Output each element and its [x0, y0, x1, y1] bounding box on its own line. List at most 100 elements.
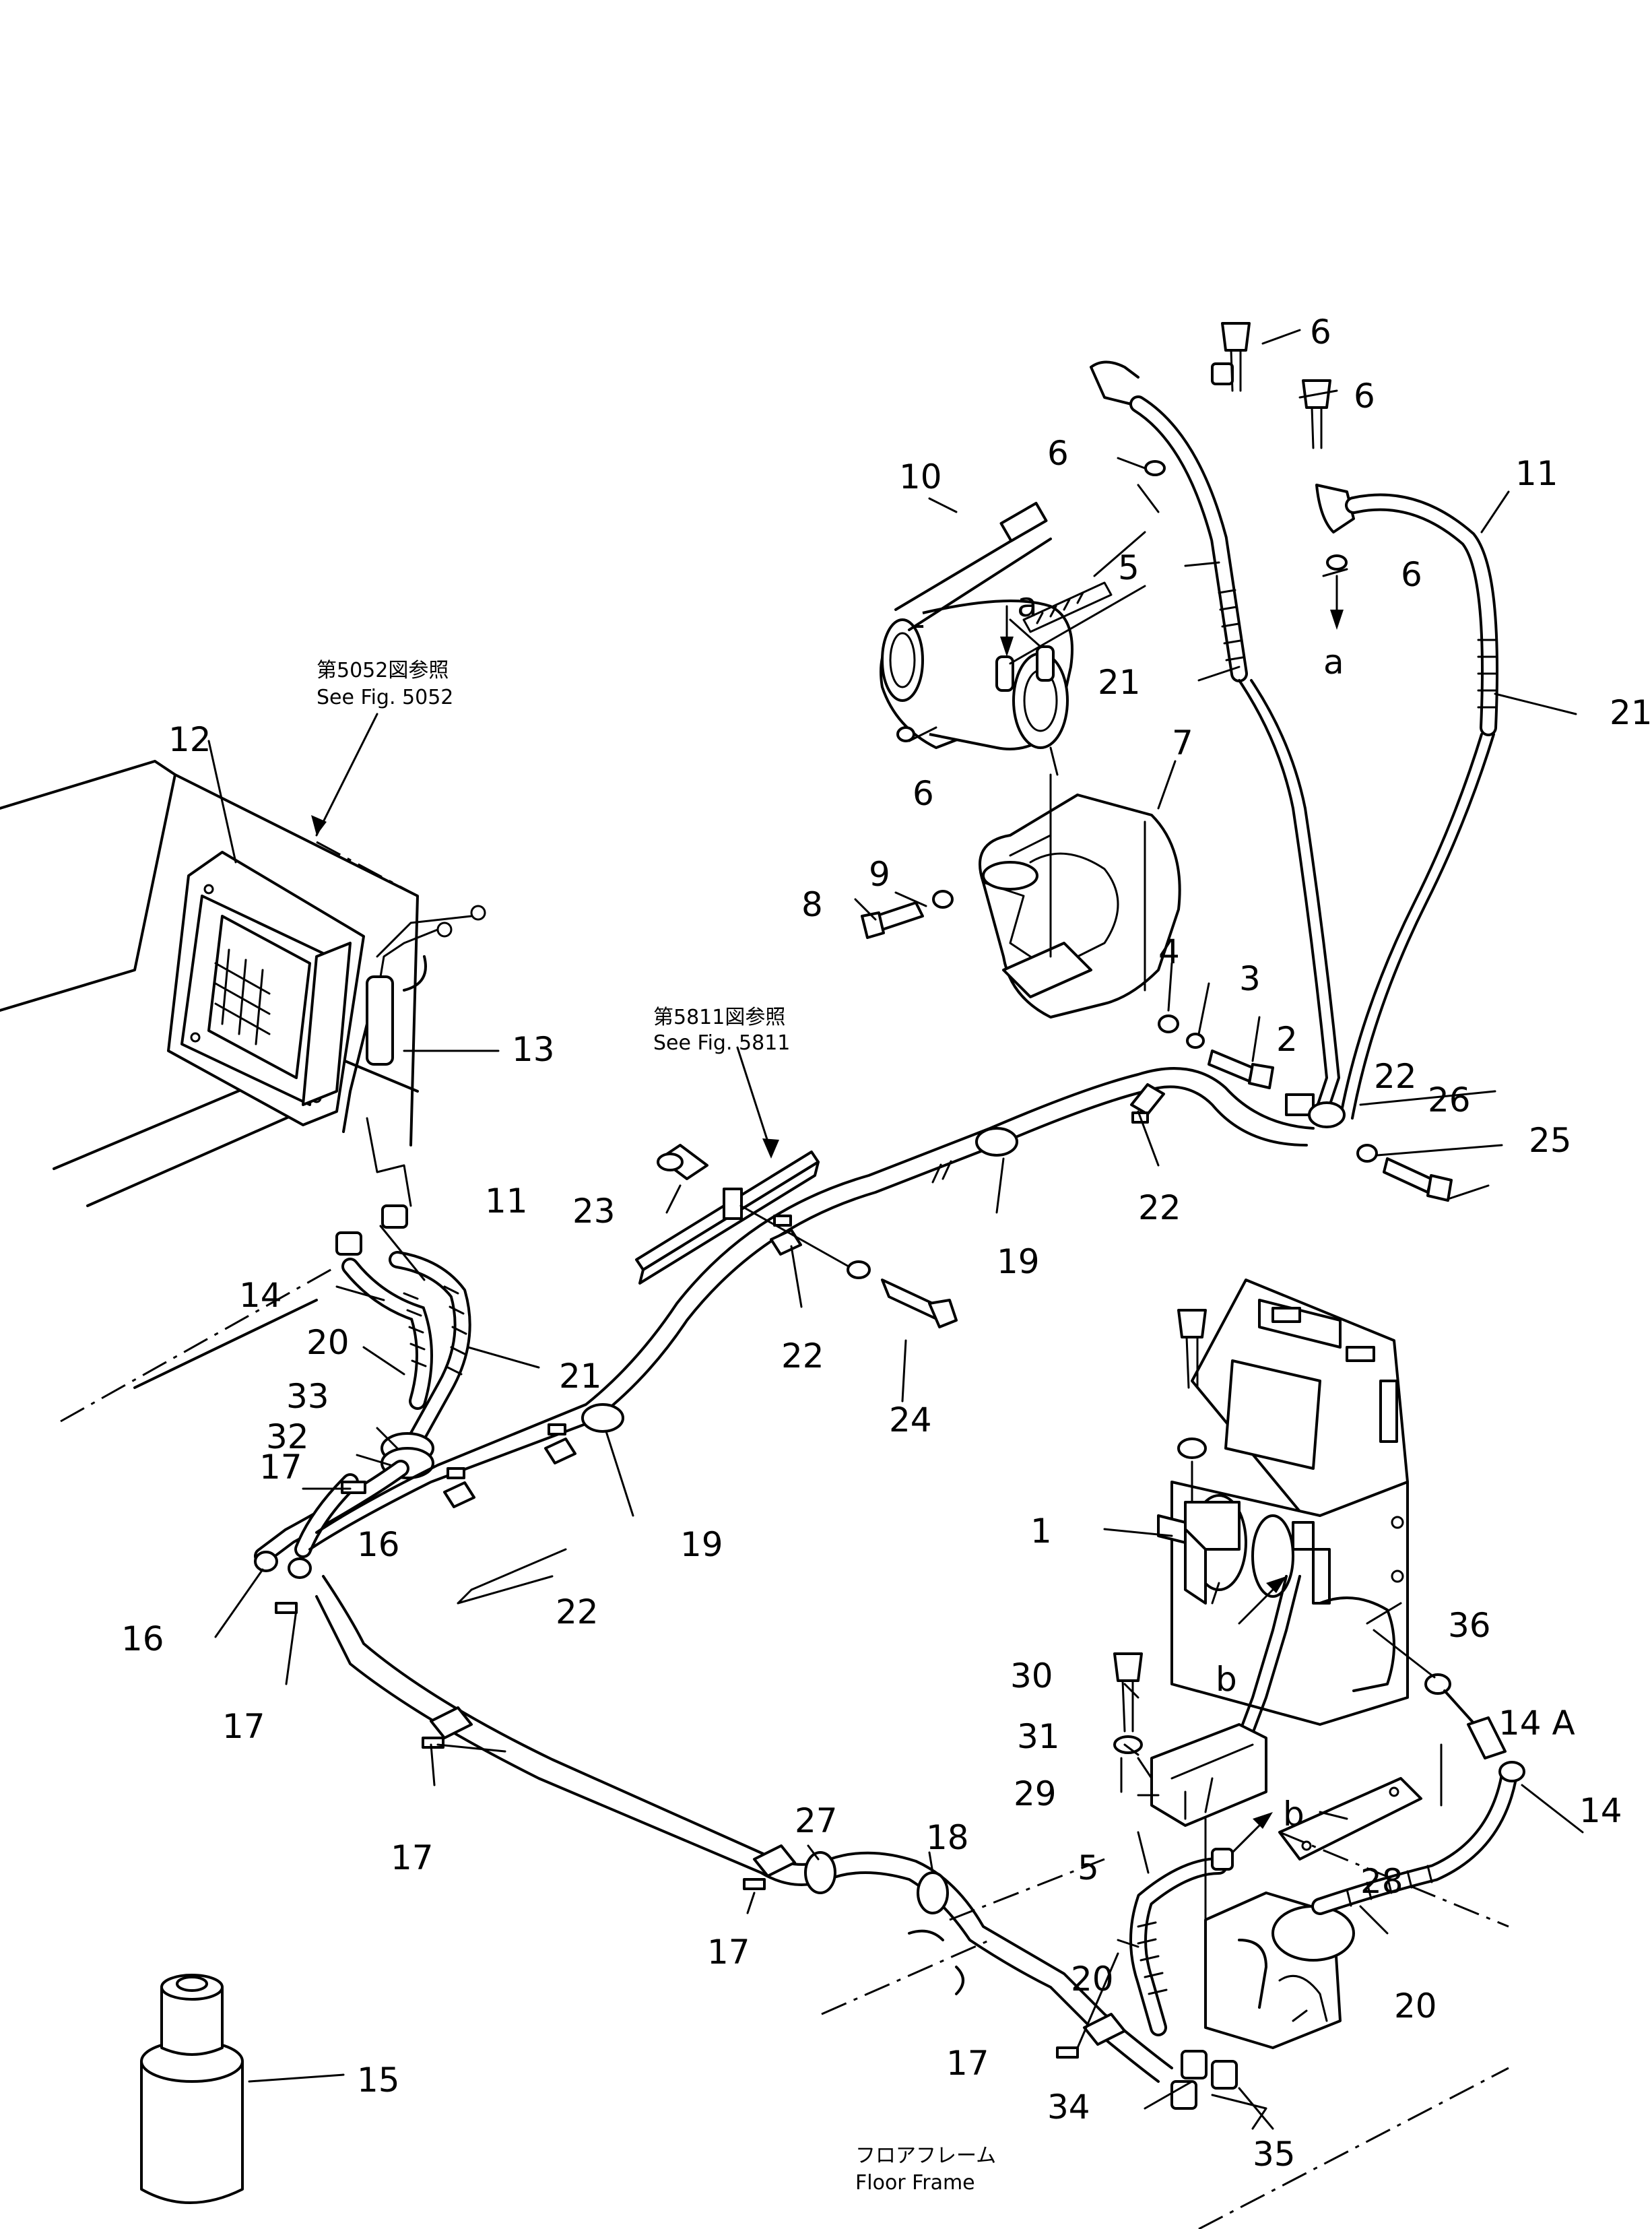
condenser-core-12	[167, 851, 365, 1126]
callout-14-right: 14	[1579, 1791, 1622, 1830]
ref-5811-jp: 第5811図参照	[653, 1006, 785, 1029]
callout-23: 23	[572, 1192, 616, 1231]
callout-32: 32	[266, 1417, 309, 1456]
view-arrows	[1000, 605, 1286, 1854]
callout-2: 2	[1276, 1020, 1298, 1059]
floor-frame-jp: フロアフレーム	[855, 2144, 996, 2168]
callout-25: 25	[1529, 1121, 1572, 1160]
expansion-unit	[1204, 1892, 1355, 2049]
ref-fig-5811: 第5811図参照 See Fig. 5811	[653, 1006, 790, 1159]
callout-1: 1	[1030, 1512, 1052, 1551]
callout-6-e: 6	[913, 774, 934, 813]
floor-frame: フロアフレーム Floor Frame	[821, 1831, 1509, 2229]
callout-21-c: 21	[559, 1357, 602, 1396]
hose-14-lower	[1311, 1761, 1525, 1915]
ref-fig-5052: 第5052図参照 See Fig. 5052	[311, 659, 453, 837]
callout-6-b: 6	[1310, 313, 1331, 352]
callout-14-left: 14	[239, 1276, 282, 1315]
callout-33: 33	[286, 1377, 329, 1416]
bolt-2-washers-3-4	[1158, 1014, 1274, 1089]
callout-36: 36	[1448, 1606, 1491, 1645]
condenser-panel	[0, 760, 419, 1389]
callout-8: 8	[801, 885, 823, 924]
ref-5052-en: See Fig. 5052	[317, 686, 453, 709]
callout-17-c: 17	[391, 1838, 434, 1877]
callout-20-left: 20	[306, 1323, 350, 1362]
callout-11-left: 11	[485, 1182, 528, 1221]
callout-22-d: 22	[556, 1592, 599, 1632]
callout-15: 15	[357, 2061, 400, 2100]
callout-labels: 1 2 3 4 5 5 6 6 6 6 6 7 8 9 10 11 11 12 …	[121, 313, 1652, 2174]
callout-20-floor: 20	[1071, 1960, 1114, 1999]
bolt-30-washer-31	[1113, 1652, 1153, 1793]
callout-b-unit: b	[1216, 1660, 1237, 1699]
callout-17-e: 17	[946, 2044, 989, 2083]
callout-4: 4	[1158, 932, 1180, 971]
callout-20-right: 20	[1394, 1986, 1437, 2026]
callout-6-d: 6	[1401, 555, 1422, 594]
bolts-6-upper	[1144, 322, 1348, 630]
fittings-34-35	[1170, 2050, 1267, 2130]
callout-17-a: 17	[259, 1448, 302, 1487]
callout-3: 3	[1239, 959, 1261, 998]
bracket-29	[1150, 1723, 1267, 1827]
leader-lines	[207, 329, 1584, 2130]
callout-19-a: 19	[997, 1242, 1040, 1281]
hose-group-left	[254, 1251, 471, 1614]
callout-21-a: 21	[1098, 663, 1141, 702]
callout-9: 9	[869, 855, 890, 894]
hose-5-lower	[1129, 1817, 1234, 2036]
callout-b-floor: b	[1283, 1795, 1304, 1834]
ac-unit-1	[1157, 1279, 1409, 1780]
bolt-and-washer-top	[1177, 1309, 1207, 1504]
callout-11-upper: 11	[1515, 454, 1558, 493]
bolt-24	[847, 1260, 958, 1328]
callout-13: 13	[512, 1030, 555, 1069]
compressor-bracket-7	[979, 773, 1181, 1019]
ref-5052-jp: 第5052図参照	[317, 659, 449, 682]
callout-27: 27	[795, 1801, 838, 1840]
callout-a-upper: a	[1017, 585, 1038, 624]
callout-22-b: 22	[1138, 1188, 1181, 1227]
callout-28: 28	[1360, 1862, 1403, 1901]
callout-22-c: 22	[781, 1336, 824, 1376]
callout-5-upper: 5	[1118, 548, 1139, 587]
callout-5-lower: 5	[1078, 1848, 1099, 1887]
callout-19-b: 19	[680, 1525, 723, 1564]
callout-6-c: 6	[1354, 377, 1375, 416]
pipe-main-upper	[308, 1067, 1315, 1551]
callout-12: 12	[168, 720, 211, 759]
receiver-drier-13	[342, 905, 486, 1133]
compressor-10	[880, 484, 1160, 776]
floor-frame-en: Floor Frame	[855, 2171, 975, 2195]
callout-10: 10	[899, 457, 942, 496]
ref-5811-en: See Fig. 5811	[653, 1031, 790, 1055]
callout-17-b: 17	[222, 1707, 265, 1746]
callout-21-b: 21	[1610, 693, 1652, 732]
callout-16-a: 16	[357, 1525, 400, 1564]
callout-29: 29	[1014, 1774, 1057, 1813]
callout-6-a: 6	[1047, 434, 1069, 473]
callout-17-d: 17	[707, 1933, 750, 1972]
callout-34: 34	[1047, 2088, 1090, 2127]
callout-22-a: 22	[1374, 1057, 1417, 1096]
oil-bottle-15	[140, 1974, 244, 2204]
callout-30: 30	[1010, 1656, 1053, 1695]
callout-31: 31	[1017, 1717, 1060, 1756]
fitting-nuts-left	[335, 1117, 412, 1256]
callout-16-b: 16	[121, 1619, 164, 1658]
callout-a-right: a	[1323, 643, 1344, 682]
callout-14a: 14 A	[1498, 1704, 1575, 1743]
callout-7: 7	[1172, 723, 1193, 763]
hose-5-upper	[1090, 360, 1340, 1120]
clamp-22-right	[1285, 1093, 1453, 1202]
bracket-28	[1278, 1777, 1422, 1861]
mounting-rail	[635, 1144, 850, 1285]
callout-24: 24	[889, 1400, 932, 1440]
pipe-main-lower	[315, 1575, 1173, 2083]
callout-35: 35	[1253, 2135, 1296, 2174]
callout-18: 18	[926, 1818, 969, 1857]
hose-11-upper	[1315, 484, 1498, 1120]
bolt-8-washer-9	[861, 890, 954, 939]
